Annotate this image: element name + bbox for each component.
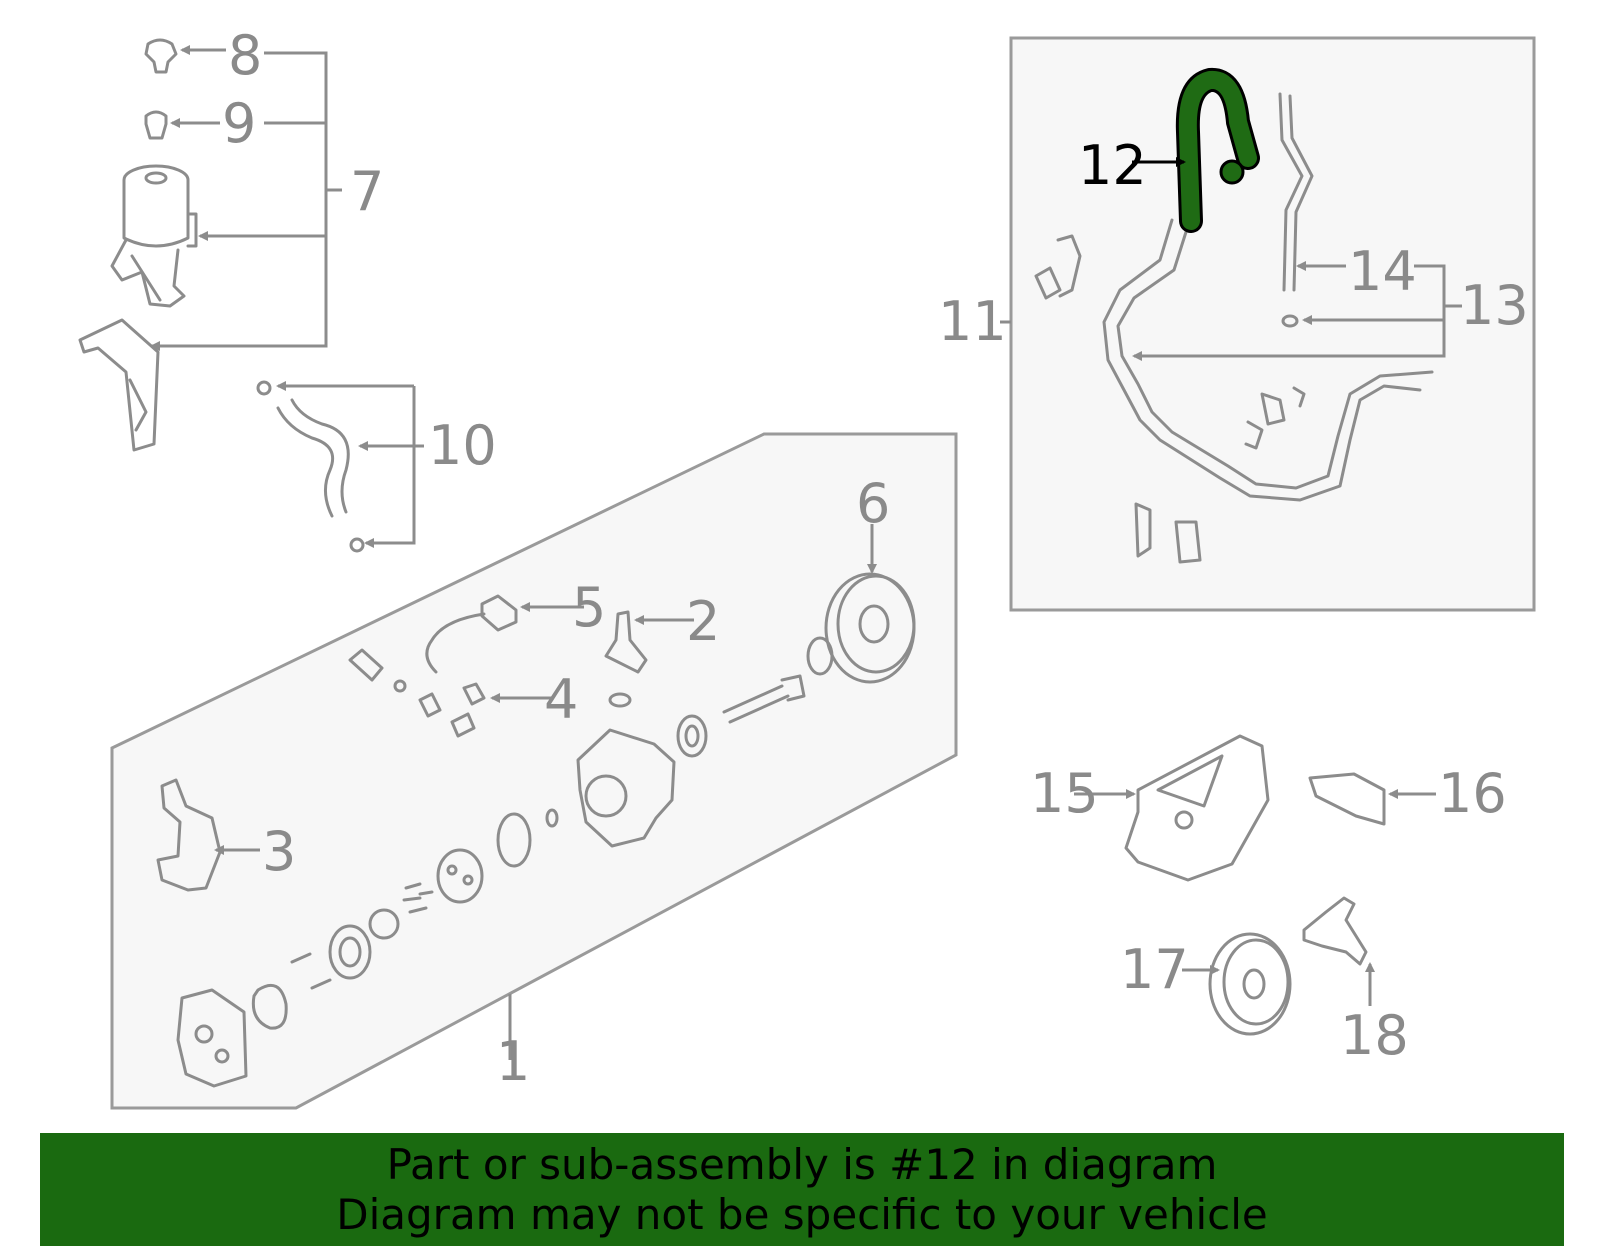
tensioner-bracket-part [1302,896,1368,966]
grommet-part [144,110,168,140]
callout-15: 15 [1030,762,1099,825]
reservoir-part [110,164,198,308]
highlighted-hose-part-12 [1175,68,1260,233]
banner-line-1: Part or sub-assembly is #12 in diagram [386,1139,1218,1189]
banner-line-2: Diagram may not be specific to your vehi… [336,1189,1268,1239]
callout-13: 13 [1460,274,1529,337]
callout-10: 10 [428,414,497,477]
reservoir-cap-part [144,38,178,74]
callout-16: 16 [1438,762,1507,825]
callout-11: 11 [938,290,1007,353]
pump-pulley-part [824,572,916,684]
pump-components [176,636,834,1088]
callout-3: 3 [262,820,296,883]
idler-bracket-part [1124,734,1270,882]
callout-9: 9 [222,92,256,155]
suction-hose-part [256,380,365,553]
callout-14: 14 [1348,240,1417,303]
callout-17: 17 [1120,938,1189,1001]
reservoir-bracket-part [78,318,160,452]
callout-2: 2 [686,590,720,653]
callout-4: 4 [544,668,578,731]
callout-7: 7 [350,160,384,223]
info-banner: Part or sub-assembly is #12 in diagram D… [40,1133,1564,1246]
callout-1: 1 [496,1030,530,1093]
pump-assembly-panel [110,432,958,1110]
flow-valve-part [462,682,486,706]
callout-6: 6 [856,472,890,535]
leader-lines [150,45,1462,1060]
callout-8: 8 [228,24,262,87]
stud-part [604,610,648,674]
callout-5: 5 [572,576,606,639]
support-bracket-part [1308,772,1386,826]
pressure-line-part [1034,218,1434,564]
return-hose-part [1278,92,1314,328]
hose-assembly-panel [1009,36,1536,612]
idler-pulley-part [1208,932,1292,1036]
pump-bracket-part [156,778,222,892]
pressure-switch-part [425,594,518,674]
callout-18: 18 [1340,1004,1409,1067]
callout-12: 12 [1078,134,1147,197]
